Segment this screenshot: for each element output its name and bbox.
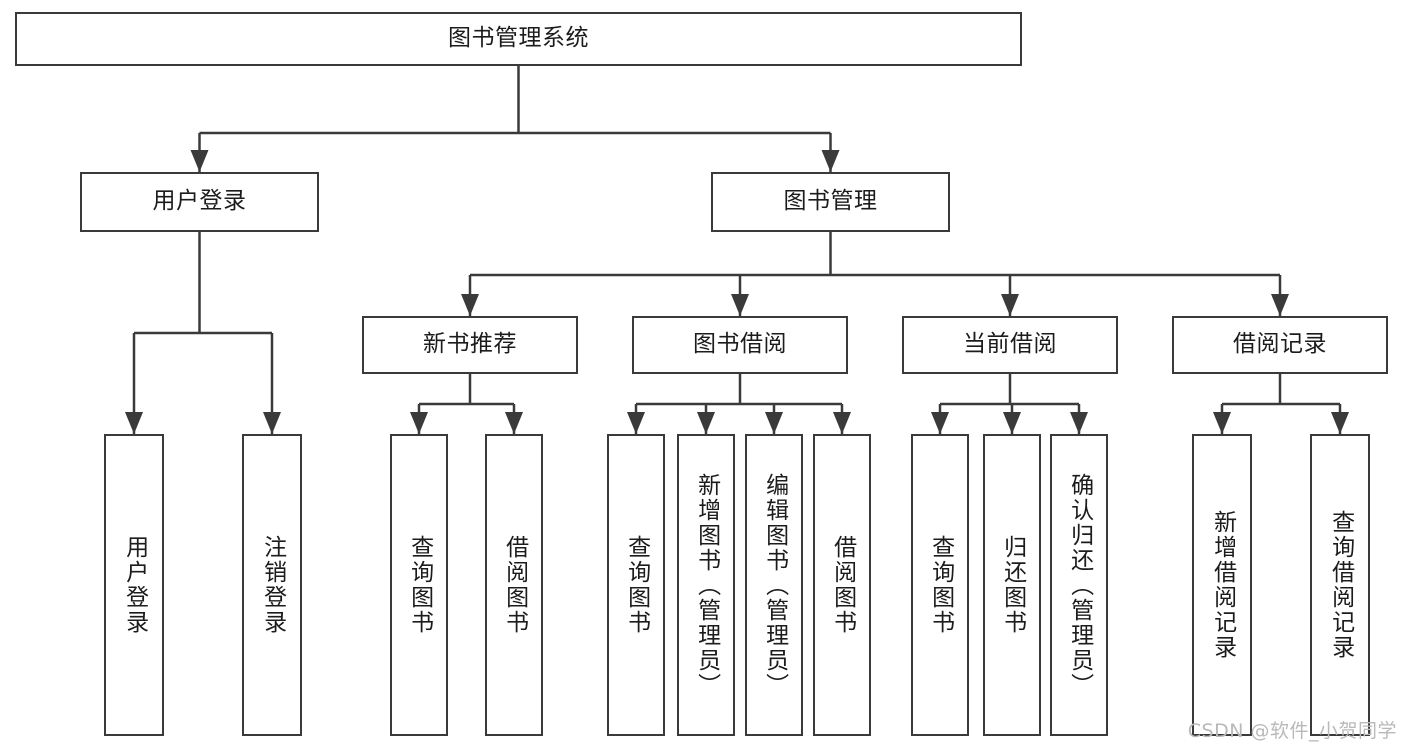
node-query-book-2[interactable]: 查询图书 [607, 434, 665, 736]
node-book-borrow[interactable]: 图书借阅 [632, 316, 848, 374]
node-label-query-borrow-record: 查询借阅记录 [1327, 510, 1354, 660]
node-new-book-recommend[interactable]: 新书推荐 [362, 316, 578, 374]
node-user-login[interactable]: 用户登录 [80, 172, 319, 232]
node-return-book[interactable]: 归还图书 [983, 434, 1041, 736]
node-label-root: 图书管理系统 [448, 25, 589, 52]
node-label-query-book-2: 查询图书 [623, 535, 650, 635]
node-edit-book-admin[interactable]: 编辑图书（管理员） [745, 434, 803, 736]
node-query-borrow-record[interactable]: 查询借阅记录 [1310, 434, 1370, 736]
node-borrow-record[interactable]: 借阅记录 [1172, 316, 1388, 374]
node-label-borrow-book-1: 借阅图书 [501, 535, 528, 635]
node-label-book-management: 图书管理 [783, 188, 878, 215]
node-borrow-book-1[interactable]: 借阅图书 [485, 434, 543, 736]
node-label-edit-book-admin: 编辑图书（管理员） [761, 472, 788, 698]
node-label-book-borrow: 图书借阅 [693, 331, 787, 358]
node-borrow-book-2[interactable]: 借阅图书 [813, 434, 871, 736]
node-label-user-login: 用户登录 [152, 188, 247, 215]
node-label-borrow-book-2: 借阅图书 [829, 535, 856, 635]
node-query-book-1[interactable]: 查询图书 [390, 434, 448, 736]
node-current-borrow[interactable]: 当前借阅 [902, 316, 1118, 374]
node-label-query-book-3: 查询图书 [927, 535, 954, 635]
node-label-user-logout-leaf: 注销登录 [259, 535, 286, 635]
node-label-query-book-1: 查询图书 [406, 535, 433, 635]
node-label-current-borrow: 当前借阅 [963, 331, 1057, 358]
node-root[interactable]: 图书管理系统 [15, 12, 1022, 66]
node-user-logout-leaf[interactable]: 注销登录 [242, 434, 302, 736]
node-query-book-3[interactable]: 查询图书 [911, 434, 969, 736]
node-confirm-return-admin[interactable]: 确认归还（管理员） [1050, 434, 1108, 736]
watermark-label: CSDN @软件_小贺同学 [1187, 720, 1397, 742]
node-user-login-leaf[interactable]: 用户登录 [104, 434, 164, 736]
node-label-confirm-return-admin: 确认归还（管理员） [1066, 472, 1093, 698]
node-add-book-admin[interactable]: 新增图书（管理员） [677, 434, 735, 736]
node-label-add-borrow-record: 新增借阅记录 [1209, 510, 1236, 660]
node-label-borrow-record: 借阅记录 [1233, 331, 1327, 358]
node-add-borrow-record[interactable]: 新增借阅记录 [1192, 434, 1252, 736]
node-book-management[interactable]: 图书管理 [711, 172, 950, 232]
node-label-user-login-leaf: 用户登录 [121, 535, 148, 635]
node-label-add-book-admin: 新增图书（管理员） [693, 472, 720, 698]
node-label-new-book-recommend: 新书推荐 [423, 331, 517, 358]
node-label-return-book: 归还图书 [999, 535, 1026, 635]
